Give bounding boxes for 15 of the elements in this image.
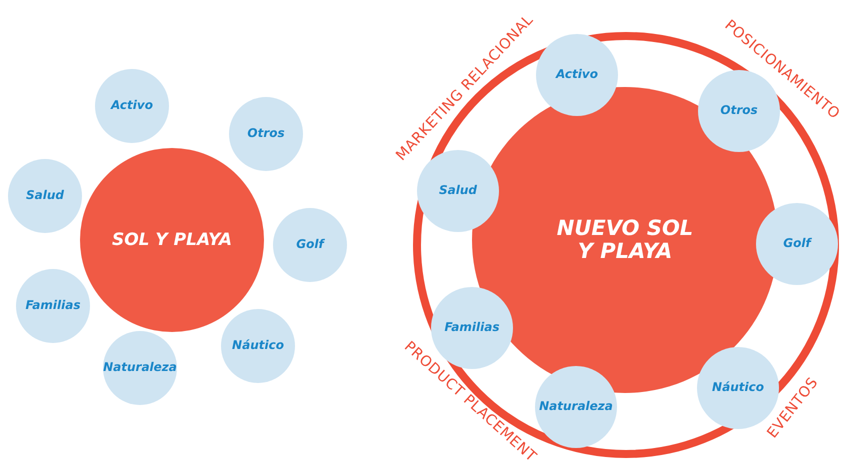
circle-label: NUEVO SOL Y PLAYA bbox=[556, 216, 694, 264]
circle-label: Salud bbox=[25, 189, 65, 203]
circle-label: Golf bbox=[295, 238, 326, 252]
circle-label: Golf bbox=[782, 237, 813, 251]
circle-label: Náutico bbox=[711, 381, 765, 395]
circle-label: Familias bbox=[443, 321, 500, 335]
circle-label: Náutico bbox=[231, 339, 285, 353]
circle-label: Otros bbox=[246, 127, 286, 141]
circle-label: Activo bbox=[554, 68, 599, 82]
circle-label: Activo bbox=[109, 99, 154, 113]
circle-label: Familias bbox=[24, 299, 82, 313]
circle-label: SOL Y PLAYA bbox=[110, 230, 233, 250]
circle-label: Salud bbox=[438, 184, 478, 198]
circle-label: Naturaleza bbox=[102, 361, 178, 375]
circle-label: Naturaleza bbox=[538, 400, 614, 414]
